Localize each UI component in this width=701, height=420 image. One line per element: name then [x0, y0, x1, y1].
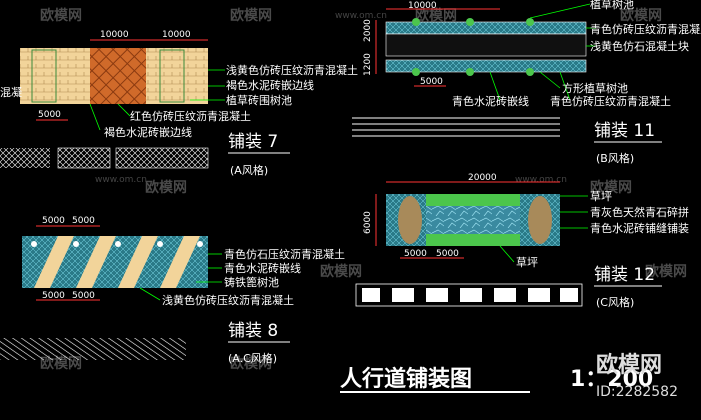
leader-label: 浅黄色仿石混凝土块: [590, 39, 689, 53]
drawing-title: 人行道铺装图: [340, 366, 472, 392]
watermark-brand: 欧模网: [230, 7, 272, 24]
panel-subtitle: (A风格): [230, 163, 268, 177]
watermark-brand: 欧模网: [620, 7, 662, 24]
panel-subtitle: (B风格): [596, 151, 634, 165]
dimension-text: 5000: [72, 291, 95, 301]
light-yellow-brick-strip: [20, 48, 90, 104]
watermark-brand: 欧模网: [230, 355, 272, 372]
grass-tree-pit: [31, 49, 57, 103]
panel-title: 铺装 8: [228, 321, 278, 341]
lawn-strip: [426, 234, 520, 246]
dimension-text: 5000: [420, 77, 443, 87]
dimension-text: 1200: [363, 53, 373, 76]
drawing-scale: 1：200: [570, 367, 653, 392]
leader-label: 方形植草树池: [562, 81, 628, 95]
leader-label: 青色仿石压纹沥青混凝土: [224, 247, 345, 261]
leader-label: 草坪: [516, 256, 538, 269]
dimension-text: 10000: [100, 30, 129, 40]
dimension-text: 10000: [162, 30, 191, 40]
watermark-brand: 欧模网: [590, 179, 632, 196]
tree-pit: [398, 196, 422, 244]
grass-tree-pit: [159, 49, 185, 103]
light-yellow-brick-strip: [146, 48, 208, 104]
leader-label: 草坪: [590, 190, 612, 203]
leader-label: 青色水泥砖铺缝铺装: [590, 221, 689, 235]
drawing-footer: 人行道铺装图 1：200 欧模网 ID:2282582: [340, 352, 678, 400]
dimension-text: 5000: [72, 216, 95, 226]
leader-label: 红色仿砖压纹沥青混凝土: [130, 109, 251, 123]
leader-label: 青色仿砖压纹沥青混凝土: [590, 22, 701, 36]
dimension-text: 5000: [42, 216, 65, 226]
cyan-asphalt-strip: [385, 59, 587, 73]
watermark-url: www.om.cn: [335, 11, 387, 21]
paving-panel-12: 20000 6000 5000 5000 草坪 青灰色天然青石碎拼 青色水泥砖铺…: [355, 173, 689, 309]
dimension-text: 5000: [436, 249, 459, 259]
leader-label: 青色水泥砖嵌线: [224, 261, 301, 275]
leader-label: 青灰色天然青石碎拼: [590, 205, 689, 219]
legend-swatch-fine-grid: [0, 148, 50, 168]
left-edge-label: 混凝: [0, 85, 22, 99]
dimension-text: 20000: [468, 173, 497, 183]
legend-swatch-grid: [57, 147, 111, 169]
red-brick-strip: [90, 48, 146, 104]
leader-label: 青色仿砖压纹沥青混凝土: [550, 94, 671, 108]
watermark-brand: 欧模网: [145, 179, 187, 196]
watermark-brand: 欧模网: [40, 7, 82, 24]
dimension-text: 6000: [363, 211, 373, 234]
panel-title: 铺装 7: [228, 132, 278, 152]
leader-label: 褐色水泥砖嵌边线: [226, 78, 314, 92]
tree-pit: [528, 196, 552, 244]
leader-label: 褐色水泥砖嵌边线: [104, 125, 192, 139]
watermark-url: www.om.cn: [95, 175, 147, 185]
watermark-brand: 欧模网: [320, 263, 362, 280]
lawn-strip: [426, 194, 520, 206]
leader-label: 青色水泥砖嵌线: [452, 94, 529, 108]
leader-label: 植草砖围树池: [226, 93, 292, 107]
dimension-text: 5000: [38, 110, 61, 120]
dimension-text: 10000: [408, 1, 437, 11]
panel-subtitle: (A.C风格): [228, 351, 277, 365]
panel-title: 铺装 11: [594, 121, 655, 141]
legend-swatch-diagonal: [0, 338, 186, 360]
brand-id: ID:2282582: [596, 384, 678, 400]
watermark-url: www.om.cn: [515, 175, 567, 185]
watermark-brand: 欧模网: [645, 263, 687, 280]
light-yellow-concrete-strip: [385, 33, 587, 57]
paving-panel-8: 5000 5000 5000 5000 青色仿石压纹沥青混凝土 青色水泥砖嵌线 …: [0, 216, 345, 365]
legend-swatch-grid: [115, 147, 209, 169]
dimension-text: 5000: [404, 249, 427, 259]
panel-subtitle: (C风格): [596, 295, 634, 309]
paving-panel-7: 混凝 10000 10000 5000 浅黄色仿砖压纹沥青混凝土 褐色水泥砖嵌边…: [0, 30, 358, 177]
watermark-brand: 欧模网: [415, 7, 457, 24]
panel-title: 铺装 12: [594, 265, 655, 285]
dimension-text: 2000: [363, 19, 373, 42]
watermark-layer: 欧模网 欧模网 www.om.cn 欧模网 欧模网 www.om.cn 欧模网 …: [40, 7, 687, 372]
leader-label: 植草树池: [590, 0, 634, 11]
dimension-text: 5000: [42, 291, 65, 301]
brand-watermark: 欧模网: [596, 352, 662, 378]
paving-panel-11: 10000 2000 1200 5000 植草树池 青色仿砖压纹沥青混凝土 浅黄…: [352, 0, 701, 165]
leader-label: 浅黄色仿砖压纹沥青混凝土: [162, 293, 294, 307]
leader-label: 浅黄色仿砖压纹沥青混凝土: [226, 63, 358, 77]
leader-label: 铸铁篦树池: [224, 275, 279, 289]
